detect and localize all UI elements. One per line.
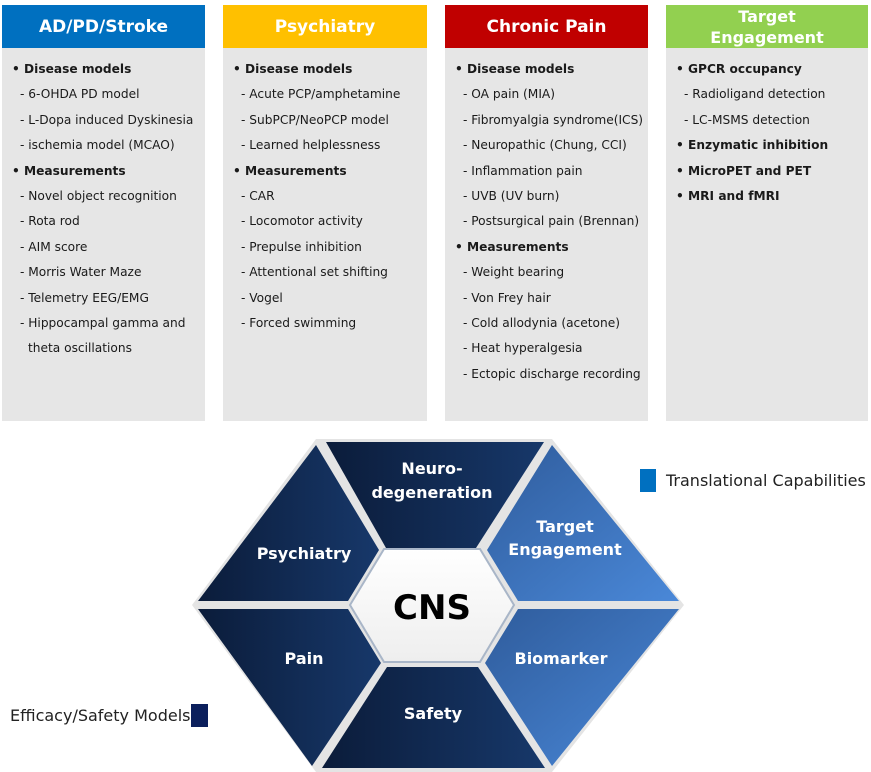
list-item: - Rota rod [20, 214, 80, 229]
card-psychiatry: Psychiatry • Disease models - Acute PCP/a… [223, 5, 427, 421]
card-header-ad-pd-stroke: AD/PD/Stroke [2, 5, 205, 48]
list-item: - Fibromyalgia syndrome(ICS) [463, 112, 644, 127]
legend-swatch-efficacy [191, 704, 209, 727]
list-item: - Prepulse inhibition [241, 239, 362, 254]
card-header-chronic-pain: Chronic Pain [445, 5, 648, 48]
legend-label-translational: Translational Capabilities [666, 471, 866, 490]
segment-biomarker [485, 609, 679, 766]
card-body: • Disease models - Acute PCP/amphetamine -… [223, 48, 427, 336]
list-heading: • Disease models [12, 62, 132, 76]
list-heading: • GPCR occupancy [676, 62, 802, 76]
list-item: - Heat hyperalgesia [463, 341, 583, 356]
card-target-engagement: Target Engagement • GPCR occupancy - Radi… [666, 5, 868, 421]
list-item: - Novel object recognition [20, 188, 177, 203]
card-header-line: Engagement [710, 27, 824, 47]
legend-translational: Translational Capabilities [640, 469, 866, 492]
list-item: - Von Frey hair [463, 290, 551, 305]
label-neuro-line1: Neuro- [401, 459, 462, 478]
card-ad-pd-stroke: AD/PD/Stroke • Disease models - 6-OHDA PD… [2, 5, 205, 421]
list-heading: • Measurements [12, 163, 126, 178]
card-chronic-pain: Chronic Pain • Disease models - OA pain (… [445, 5, 648, 421]
list-item: - SubPCP/NeoPCP model [241, 112, 389, 127]
list-heading: • MRI and fMRI [676, 188, 780, 203]
card-body: • Disease models - OA pain (MIA) - Fibromy… [445, 48, 648, 387]
segment-pain [198, 609, 381, 766]
label-pain: Pain [285, 649, 324, 668]
list-item: - AIM score [20, 239, 88, 254]
list-heading: • Measurements [455, 239, 569, 254]
list-heading: • Disease models [233, 62, 353, 76]
list-item: - ischemia model (MCAO) [20, 138, 175, 153]
list-item: - Weight bearing [463, 265, 565, 280]
list-heading: • MicroPET and PET [676, 163, 812, 178]
list-heading: • Enzymatic inhibition [676, 138, 829, 153]
list-item: - Acute PCP/amphetamine [241, 87, 401, 102]
list-item: - Morris Water Maze [20, 265, 142, 280]
list-item: - OA pain (MIA) [463, 87, 556, 102]
legend-label-efficacy: Efficacy/Safety Models [10, 706, 191, 725]
card-header-psychiatry: Psychiatry [223, 5, 427, 48]
list-item: - Telemetry EEG/EMG [20, 290, 149, 305]
list-item: theta oscillations [28, 341, 132, 356]
list-heading: • Disease models [455, 62, 575, 76]
list-item: - Attentional set shifting [241, 265, 388, 280]
list-item: - UVB (UV burn) [463, 188, 560, 203]
card-header-target-engagement: Target Engagement [666, 5, 868, 48]
label-target-line2: Engagement [508, 540, 622, 559]
list-item: - Learned helplessness [241, 138, 381, 153]
label-cns: CNS [393, 588, 471, 628]
list-item: - Cold allodynia (acetone) [463, 315, 620, 330]
label-psychiatry: Psychiatry [257, 544, 352, 563]
center-hexagon [348, 548, 516, 663]
list-item: - Radioligand detection [684, 87, 826, 102]
segment-neurodegeneration [326, 442, 544, 548]
list-item: - Inflammation pain [463, 163, 583, 178]
list-item: - CAR [241, 188, 275, 203]
list-item: - L-Dopa induced Dyskinesia [20, 112, 194, 127]
list-heading: • Measurements [233, 163, 347, 178]
legend-swatch-translational [640, 469, 656, 492]
label-safety: Safety [404, 704, 463, 723]
card-body: • Disease models - 6-OHDA PD model - L-Dop… [2, 48, 205, 362]
label-target-line1: Target [536, 517, 594, 536]
list-item: - Ectopic discharge recording [463, 366, 641, 381]
list-item: - Forced swimming [241, 315, 357, 330]
list-item: - Postsurgical pain (Brennan) [463, 214, 640, 229]
list-item: - 6-OHDA PD model [20, 87, 140, 102]
list-item: - Neuropathic (Chung, CCI) [463, 138, 627, 153]
label-neuro-line2: degeneration [371, 483, 492, 502]
label-biomarker: Biomarker [515, 649, 608, 668]
list-item: - Vogel [241, 290, 283, 305]
card-body: • GPCR occupancy - Radioligand detection -… [666, 48, 868, 209]
segment-psychiatry [198, 445, 379, 601]
list-item: - LC-MSMS detection [684, 112, 810, 127]
legend-efficacy: Efficacy/Safety Models [10, 704, 209, 727]
segment-safety [322, 667, 545, 768]
card-header-line: Target [738, 6, 796, 26]
list-item: - Hippocampal gamma and [20, 315, 186, 330]
segment-target-engagement [487, 445, 679, 601]
list-item: - Locomotor activity [241, 214, 363, 229]
